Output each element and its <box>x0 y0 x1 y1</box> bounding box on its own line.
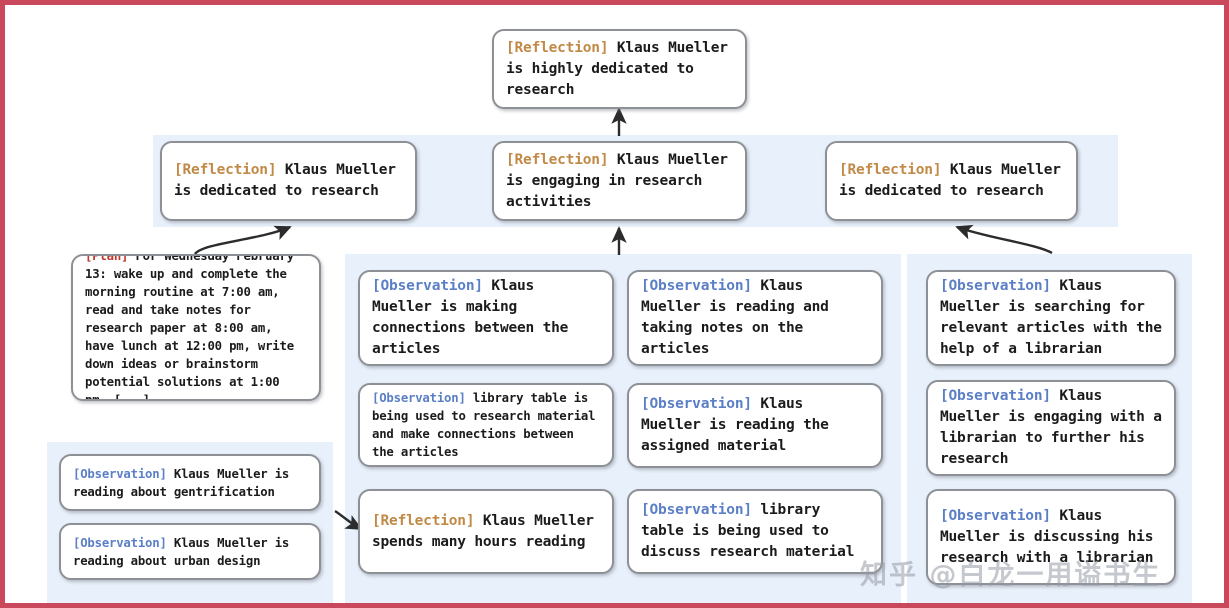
node-body: Klaus Mueller is making connections betw… <box>372 278 569 357</box>
node-body: library table is being used to research … <box>372 391 596 459</box>
node-tag: [Observation] <box>641 278 752 294</box>
node-mid-reflection-center[interactable]: [Reflection] Klaus Mueller is engaging i… <box>492 141 747 221</box>
node-body: Klaus Mueller is reading and taking note… <box>641 278 829 357</box>
node-text: [Reflection] Klaus Mueller spends many h… <box>360 511 612 553</box>
node-obs-urban-design[interactable]: [Observation] Klaus Mueller is reading a… <box>59 523 321 580</box>
node-text: [Reflection] Klaus Mueller is dedicated … <box>827 160 1076 202</box>
node-body: library table is being used to discuss r… <box>641 502 855 560</box>
node-obs-gentrification[interactable]: [Observation] Klaus Mueller is reading a… <box>59 454 321 511</box>
node-obs-engaging-librarian[interactable]: [Observation] Klaus Mueller is engaging … <box>926 380 1176 476</box>
node-body: Klaus Mueller is reading about urban des… <box>73 535 290 568</box>
node-root-reflection[interactable]: [Reflection] Klaus Mueller is highly ded… <box>492 29 747 109</box>
node-tag: [Observation] <box>372 391 466 405</box>
node-body: Klaus Mueller is searching for relevant … <box>940 278 1162 357</box>
node-tag: [Plan] <box>85 254 129 263</box>
node-obs-assigned-material[interactable]: [Observation] Klaus Mueller is reading t… <box>627 383 883 468</box>
node-body: Klaus Mueller is reading about gentrific… <box>73 466 290 499</box>
node-obs-library-table-connections[interactable]: [Observation] library table is being use… <box>358 383 614 467</box>
node-body: Klaus Mueller is dedicated to research <box>174 162 396 199</box>
node-obs-connections[interactable]: [Observation] Klaus Mueller is making co… <box>358 270 614 366</box>
node-text: [Observation] Klaus Mueller is engaging … <box>928 386 1174 470</box>
node-text: [Observation] library table is being use… <box>360 389 612 461</box>
node-text: [Observation] Klaus Mueller is making co… <box>360 276 612 360</box>
node-tag: [Observation] <box>641 396 752 412</box>
node-text: [Plan] For Wednesday February 13: wake u… <box>73 254 319 401</box>
node-tag: [Observation] <box>73 535 167 550</box>
node-text: [Reflection] Klaus Mueller is dedicated … <box>162 160 415 202</box>
node-tag: [Observation] <box>641 502 752 518</box>
node-text: [Observation] Klaus Mueller is searching… <box>928 276 1174 360</box>
node-tag: [Reflection] <box>839 162 942 178</box>
node-obs-searching-articles[interactable]: [Observation] Klaus Mueller is searching… <box>926 270 1176 366</box>
node-tag: [Reflection] <box>372 512 475 529</box>
node-mid-reflection-left[interactable]: [Reflection] Klaus Mueller is dedicated … <box>160 141 417 221</box>
node-tag: [Observation] <box>940 388 1051 404</box>
node-reflection-hours-reading[interactable]: [Reflection] Klaus Mueller spends many h… <box>358 489 614 574</box>
node-text: [Observation] Klaus Mueller is reading a… <box>61 465 319 501</box>
node-obs-library-table-discuss[interactable]: [Observation] library table is being use… <box>627 489 883 574</box>
node-tag: [Observation] <box>940 507 1051 524</box>
node-tag: [Observation] <box>940 278 1051 294</box>
node-tag: [Reflection] <box>506 151 609 168</box>
node-mid-reflection-right[interactable]: [Reflection] Klaus Mueller is dedicated … <box>825 141 1078 221</box>
node-tag: [Reflection] <box>174 162 277 178</box>
node-text: [Observation] Klaus Mueller is reading a… <box>629 276 881 360</box>
node-text: [Observation] library table is being use… <box>629 500 881 563</box>
node-obs-discussing-librarian[interactable]: [Observation] Klaus Mueller is discussin… <box>926 489 1176 585</box>
node-body: Klaus Mueller is reading the assigned ma… <box>641 396 829 454</box>
node-obs-reading-taking-notes[interactable]: [Observation] Klaus Mueller is reading a… <box>627 270 883 366</box>
node-text: [Reflection] Klaus Mueller is highly ded… <box>494 38 745 101</box>
node-plan[interactable]: [Plan] For Wednesday February 13: wake u… <box>71 254 321 401</box>
node-body: Klaus Mueller is dedicated to research <box>839 162 1061 199</box>
node-body: Klaus Mueller is engaging with a librari… <box>940 388 1162 467</box>
node-body: Klaus Mueller is engaging in research ac… <box>506 151 728 210</box>
node-text: [Observation] Klaus Mueller is reading t… <box>629 394 881 457</box>
node-tag: [Observation] <box>73 466 167 481</box>
node-body: For Wednesday February 13: wake up and c… <box>85 254 294 401</box>
node-text: [Observation] Klaus Mueller is discussin… <box>928 506 1174 569</box>
node-body: Klaus Mueller is discussing his research… <box>940 507 1154 566</box>
node-text: [Reflection] Klaus Mueller is engaging i… <box>494 150 745 213</box>
node-tag: [Reflection] <box>506 39 609 56</box>
node-body: Klaus Mueller is highly dedicated to res… <box>506 39 728 98</box>
node-tag: [Observation] <box>372 278 483 294</box>
node-text: [Observation] Klaus Mueller is reading a… <box>61 534 319 570</box>
node-body: Klaus Mueller spends many hours reading <box>372 512 594 550</box>
